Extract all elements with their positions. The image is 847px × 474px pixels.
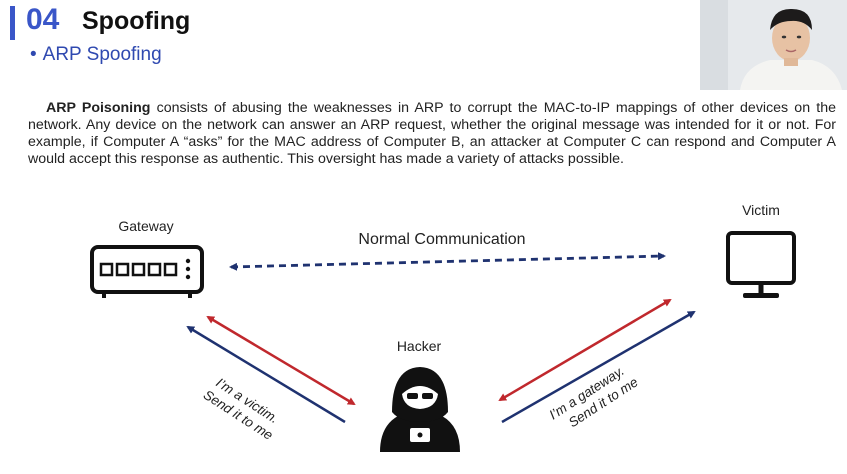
hacker-icon bbox=[380, 367, 460, 452]
paragraph-body: consists of abusing the weaknesses in AR… bbox=[28, 100, 836, 167]
subtitle: •ARP Spoofing bbox=[30, 44, 162, 66]
title-accent-bar bbox=[10, 6, 15, 40]
left-blue-arrow bbox=[186, 325, 346, 424]
right-blue-arrow bbox=[501, 310, 696, 424]
victim-label: Victim bbox=[742, 202, 780, 218]
presenter-webcam bbox=[700, 0, 847, 90]
section-title: Spoofing bbox=[82, 7, 191, 35]
right-message: I’m a gateway. Send it to me bbox=[546, 363, 640, 430]
arp-spoofing-diagram: Gateway Victim Normal Communication Hack… bbox=[90, 202, 796, 452]
subtitle-text: ARP Spoofing bbox=[42, 44, 162, 65]
left-message: I’m a victim. Send it to me bbox=[201, 375, 282, 443]
hacker-label: Hacker bbox=[397, 338, 442, 354]
description-paragraph: ARP Poisoning consists of abusing the we… bbox=[28, 100, 836, 168]
right-red-arrow bbox=[498, 298, 672, 402]
bullet-icon: • bbox=[30, 44, 37, 65]
term-arp-poisoning: ARP Poisoning bbox=[46, 100, 151, 116]
router-icon bbox=[90, 245, 204, 298]
presenter-image bbox=[700, 0, 847, 90]
gateway-label: Gateway bbox=[118, 218, 173, 234]
monitor-icon bbox=[726, 231, 796, 298]
normal-communication-arrow bbox=[229, 252, 666, 271]
normal-communication-label: Normal Communication bbox=[358, 231, 525, 248]
left-red-arrow bbox=[206, 315, 356, 406]
section-number: 04 bbox=[26, 3, 60, 36]
